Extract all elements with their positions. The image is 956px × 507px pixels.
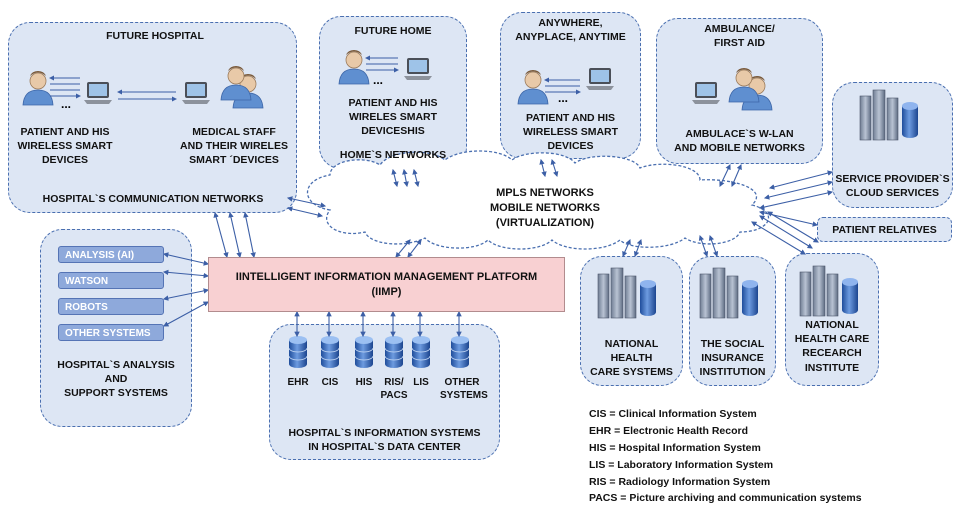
hospital-patient-label: PATIENT AND HIS WIRELESS SMART DEVICES — [15, 125, 115, 168]
network-cloud-shape — [306, 150, 770, 250]
other-systems-item[interactable]: OTHER SYSTEMS — [58, 324, 164, 341]
svg-text:...: ... — [373, 73, 383, 87]
patient-relatives-box — [817, 217, 952, 242]
analysis-label-line2: AND — [104, 373, 128, 386]
cloud-provider-box — [832, 82, 953, 208]
future-home-title: FUTURE HOME — [354, 25, 432, 37]
ambulance-network-label: AMBULACE`S W-LAN AND MOBILE NETWORKS — [662, 127, 817, 155]
national-health-label-line1: NATIONAL — [604, 338, 659, 350]
ambulance-title-line1: AMBULANCE/ — [704, 23, 775, 35]
national-health-label: NATIONAL HEALTH CARE SYSTEMS — [580, 337, 683, 380]
db-label-other-systems: OTHER SYSTEMS — [440, 377, 488, 401]
db-label-ris-pacs: RIS/ PACS — [380, 377, 408, 401]
research-institute-label-line3: RECEARCH — [802, 347, 862, 360]
his-label: HOSPITAL`S INFORMATION SYSTEMS IN HOSPIT… — [272, 426, 497, 454]
hospital-staff-label-line1: MEDICAL STAFF — [192, 126, 276, 138]
home-patient-label-line1: PATIENT AND HIS — [348, 97, 438, 109]
anywhere-patient-label-line1: PATIENT AND HIS — [525, 112, 616, 124]
his-label-line2: IN HOSPITAL`S DATA CENTER — [308, 441, 461, 454]
research-institute-label-line1: NATIONAL — [805, 319, 859, 331]
national-health-label-line3: CARE SYSTEMS — [590, 366, 673, 379]
hospital-staff-label-line2: AND THEIR WIRELES — [180, 140, 288, 153]
anywhere-title-line1: ANYWHERE, — [538, 17, 603, 29]
cloud-provider-label-line1: SERVICE PROVIDER`S — [835, 173, 950, 185]
home-patient-label: PATIENT AND HIS WIRELES SMART DEVICESHIS — [330, 96, 456, 139]
svg-text:...: ... — [558, 91, 568, 105]
home-network-label: HOME`S NETWORKS — [339, 149, 447, 161]
iimp-title: IINTELLIGENT INFORMATION MANAGEMENT PLAT… — [235, 271, 538, 283]
analysis-ai-item[interactable]: ANALYSIS (AI) — [58, 246, 164, 263]
analysis-label-line3: SUPPORT SYSTEMS — [64, 387, 168, 400]
analysis-label: HOSPITAL`S ANALYSIS AND SUPPORT SYSTEMS — [44, 358, 188, 401]
db-label-cis: CIS — [321, 377, 339, 388]
national-health-box — [580, 256, 683, 386]
legend-cis: CIS = Clinical Information System — [589, 408, 757, 420]
cloud-provider-label: SERVICE PROVIDER`S CLOUD SERVICES — [834, 172, 951, 200]
hospital-patient-label-line3: DEVICES — [41, 154, 89, 167]
hospital-patient-label-line2: WIRELESS SMART — [17, 140, 113, 153]
cloud-label-line3: (VIRTUALIZATION) — [495, 216, 595, 229]
ambulance-network-label-line1: AMBULACE`S W-LAN — [685, 128, 794, 140]
ambulance-network-label-line2: AND MOBILE NETWORKS — [674, 142, 805, 155]
legend-pacs: PACS = Picture archiving and communicati… — [589, 492, 862, 504]
home-patient-label-line2: WIRELES SMART — [348, 111, 438, 124]
legend-ris: RIS = Radiology Information System — [589, 476, 771, 488]
legend-lis: LIS = Laboratory Information System — [589, 459, 774, 471]
research-institute-label: NATIONAL HEALTH CARE RECEARCH INSTITUTE — [785, 318, 879, 375]
hospital-network-label: HOSPITAL`S COMMUNICATION NETWORKS — [42, 193, 264, 205]
ambulance-title-line2: FIRST AID — [714, 37, 765, 50]
anywhere-patient-label-line3: DEVICES — [547, 140, 594, 153]
svg-text:...: ... — [61, 97, 71, 111]
hospital-staff-label-line3: SMART ´DEVICES — [189, 154, 279, 167]
hospital-staff-label: MEDICAL STAFF AND THEIR WIRELES SMART ´D… — [170, 125, 298, 168]
db-label-ehr: EHR — [287, 377, 309, 388]
anywhere-patient-label-line2: WIRELESS SMART — [522, 126, 619, 139]
his-label-line1: HOSPITAL`S INFORMATION SYSTEMS — [288, 427, 481, 439]
legend-ehr: EHR = Electronic Health Record — [589, 425, 749, 437]
social-insurance-label-line1: THE SOCIAL — [700, 338, 765, 350]
watson-item[interactable]: WATSON — [58, 272, 164, 289]
research-institute-label-line4: INSTITUTE — [804, 361, 860, 374]
ambulance-title: AMBULANCE/ FIRST AID — [662, 22, 817, 50]
social-insurance-label: THE SOCIAL INSURANCE INSTITUTION — [689, 337, 776, 380]
patient-relatives-label: PATIENT RELATIVES — [832, 224, 937, 236]
research-institute-label-line2: HEALTH CARE — [794, 333, 870, 346]
social-insurance-label-line2: INSURANCE — [701, 352, 764, 365]
cloud-provider-label-line2: CLOUD SERVICES — [845, 187, 940, 200]
analysis-label-line1: HOSPITAL`S ANALYSIS — [57, 359, 175, 371]
cloud-label-line2: MOBILE NETWORKS — [490, 201, 600, 214]
cloud-label: MPLS NETWORKS MOBILE NETWORKS (VIRTUALIZ… — [470, 186, 620, 231]
hospital-patient-label-line1: PATIENT AND HIS — [20, 126, 110, 138]
iimp-subtitle: (IIMP) — [371, 286, 402, 298]
cloud-label-line1: MPLS NETWORKS — [496, 187, 594, 199]
iimp-platform-box[interactable]: IINTELLIGENT INFORMATION MANAGEMENT PLAT… — [208, 257, 565, 312]
home-patient-label-line3: DEVICESHIS — [361, 125, 425, 138]
future-hospital-box — [8, 22, 297, 213]
legend-his: HIS = Hospital Information System — [589, 442, 761, 454]
anywhere-patient-label: PATIENT AND HIS WIRELESS SMART DEVICES — [505, 111, 636, 154]
social-insurance-label-line3: INSTITUTION — [699, 366, 766, 379]
anywhere-title: ANYWHERE, ANYPLACE, ANYTIME — [505, 16, 636, 44]
national-health-label-line2: HEALTH — [610, 352, 653, 365]
anywhere-title-line2: ANYPLACE, ANYTIME — [515, 31, 626, 44]
robots-item[interactable]: ROBOTS — [58, 298, 164, 315]
db-label-lis: LIS — [413, 377, 429, 388]
future-home-box — [319, 16, 467, 169]
future-hospital-title: FUTURE HOSPITAL — [106, 30, 204, 42]
db-label-his: HIS — [355, 377, 373, 388]
